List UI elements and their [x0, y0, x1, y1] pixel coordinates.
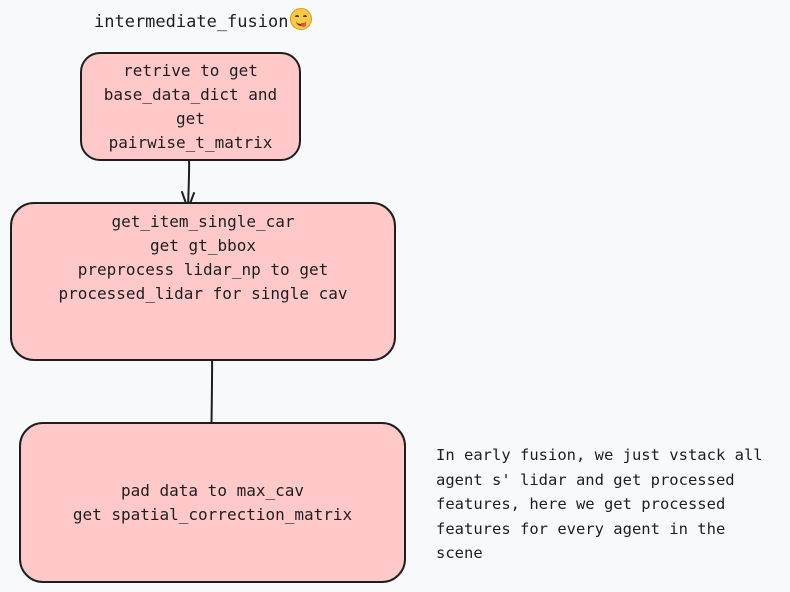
annotation-note: In early fusion, we just vstack all agen…	[436, 443, 786, 566]
diagram-title: intermediate_fusion	[94, 8, 313, 35]
node-single-car: get_item_single_car get gt_bbox preproce…	[10, 202, 396, 361]
node-line: pairwise_t_matrix	[108, 132, 273, 152]
node-line: get_item_single_car	[111, 212, 295, 231]
node-line: processed_lidar for single cav	[58, 284, 348, 303]
node-pad-data: pad data to max_cav get spatial_correcti…	[19, 422, 406, 583]
node-line: get gt_bbox	[150, 236, 256, 255]
note-line: features for every agent in the	[436, 519, 726, 538]
node-retrieve: retrive to get base_data_dict and get pa…	[80, 52, 301, 161]
node-line: preprocess lidar_np to get	[77, 260, 329, 279]
title-text: intermediate_fusion	[94, 12, 289, 32]
note-line: features, here we get processed	[436, 495, 726, 513]
node-line: retrive to get	[123, 60, 258, 80]
face-savoring-food-icon	[290, 8, 313, 30]
node-line: pad data to max_cav	[120, 480, 305, 500]
note-line: agent s' lidar and get processed	[436, 470, 735, 489]
note-line: In early fusion, we just vstack all	[436, 446, 763, 464]
node-line: get	[176, 108, 205, 128]
node-line: base_data_dict and	[103, 84, 278, 104]
note-line: scene	[436, 544, 483, 562]
node-line: get spatial_correction_matrix	[72, 504, 353, 524]
